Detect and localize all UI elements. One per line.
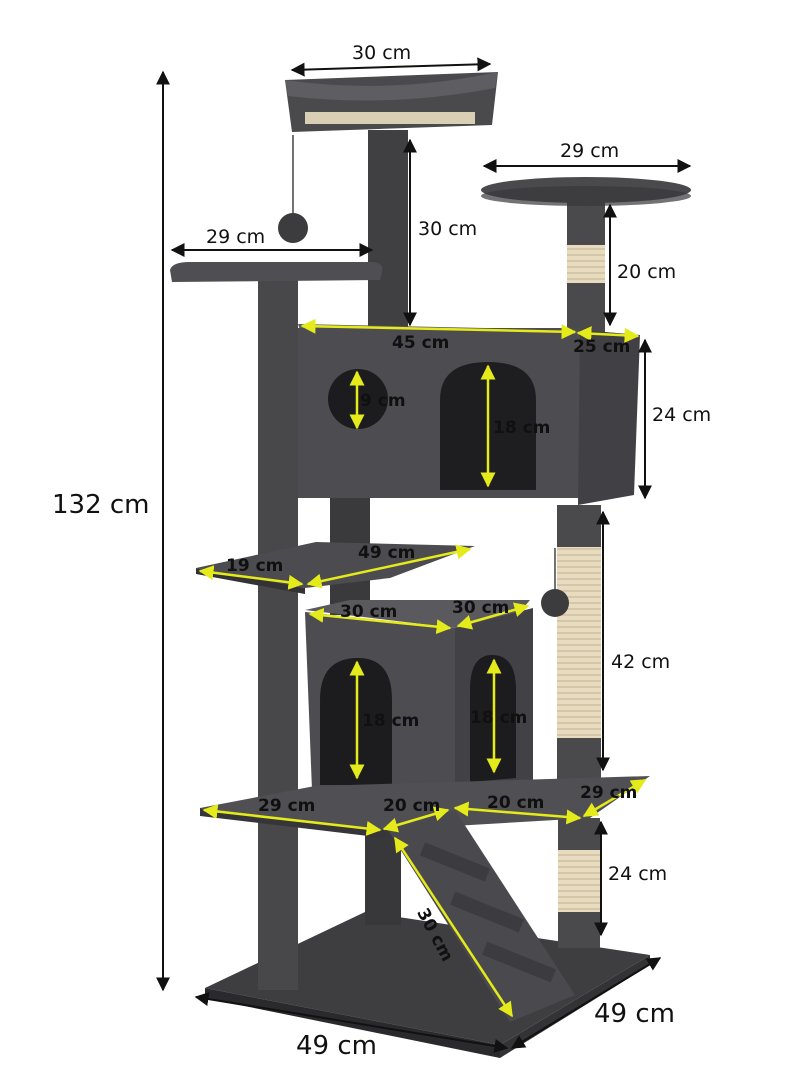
label-lower-door-right: 18 cm: [470, 708, 528, 728]
post-right-bottom-foot: [558, 912, 600, 948]
upper-condo-side: [578, 330, 640, 505]
dim-marker-ramp: [393, 836, 514, 1018]
post-right-mid-cap: [557, 505, 601, 547]
label-platform-right: 29 cm: [580, 783, 638, 803]
label-right-post-height: 20 cm: [617, 261, 677, 283]
pompom-toy-right: [541, 589, 569, 617]
label-round-hole: 9 cm: [360, 391, 406, 411]
dim-marker-platform-right: [582, 778, 647, 818]
post-top-center: [368, 130, 408, 330]
post-right-mid-foot: [557, 738, 601, 783]
post-left-tall: [258, 278, 298, 990]
pompom-toy-top: [278, 213, 308, 243]
perch-right-top-edge: [481, 186, 691, 206]
dim-marker-shelf-depth: [198, 565, 304, 590]
label-base-width: 49 cm: [296, 1031, 377, 1061]
dim-marker-shelf-width: [306, 544, 472, 589]
label-middle-post-height: 42 cm: [611, 651, 671, 673]
post-right-bottom-cap: [558, 818, 600, 850]
top-perch-mat: [305, 112, 475, 124]
dim-marker-lower-depth: [456, 602, 530, 630]
label-base-depth: 49 cm: [594, 999, 675, 1029]
label-top-post-height: 30 cm: [418, 218, 478, 240]
dim-line-base-width: [194, 992, 509, 1053]
label-lower-condo-depth: 30 cm: [452, 598, 510, 618]
label-platform-inner-left: 20 cm: [383, 796, 441, 816]
label-total-height: 132 cm: [52, 490, 150, 520]
perch-left: [170, 262, 383, 282]
dim-marker-condo-depth: [576, 326, 640, 343]
label-platform-left: 29 cm: [258, 796, 316, 816]
label-lower-condo-width: 30 cm: [340, 602, 398, 622]
label-upper-condo-height: 24 cm: [652, 404, 712, 426]
label-lower-door-left: 18 cm: [362, 711, 420, 731]
dim-marker-platform-inner-right: [453, 801, 582, 825]
label-bottom-post-height: 24 cm: [608, 863, 668, 885]
post-right-top-foot: [567, 283, 605, 333]
label-left-perch-width: 29 cm: [206, 226, 266, 248]
label-top-perch-width: 30 cm: [352, 42, 412, 64]
dim-line-top-perch: [290, 57, 492, 77]
top-perch-rim: [285, 72, 498, 101]
label-platform-inner-right: 20 cm: [487, 793, 545, 813]
dim-marker-lower-width: [308, 607, 452, 635]
dim-marker-platform-left: [202, 804, 382, 836]
dim-marker-platform-inner-left: [382, 806, 450, 833]
dim-marker-condo-width: [300, 318, 577, 340]
label-right-perch-width: 29 cm: [560, 140, 620, 162]
dim-line-base-depth: [510, 957, 662, 1049]
label-mid-shelf-width: 49 cm: [358, 543, 416, 563]
label-mid-shelf-depth: 19 cm: [226, 556, 284, 576]
label-upper-condo-width: 45 cm: [392, 333, 450, 353]
label-upper-door: 18 cm: [493, 418, 551, 438]
label-upper-condo-depth: 25 cm: [573, 337, 631, 357]
